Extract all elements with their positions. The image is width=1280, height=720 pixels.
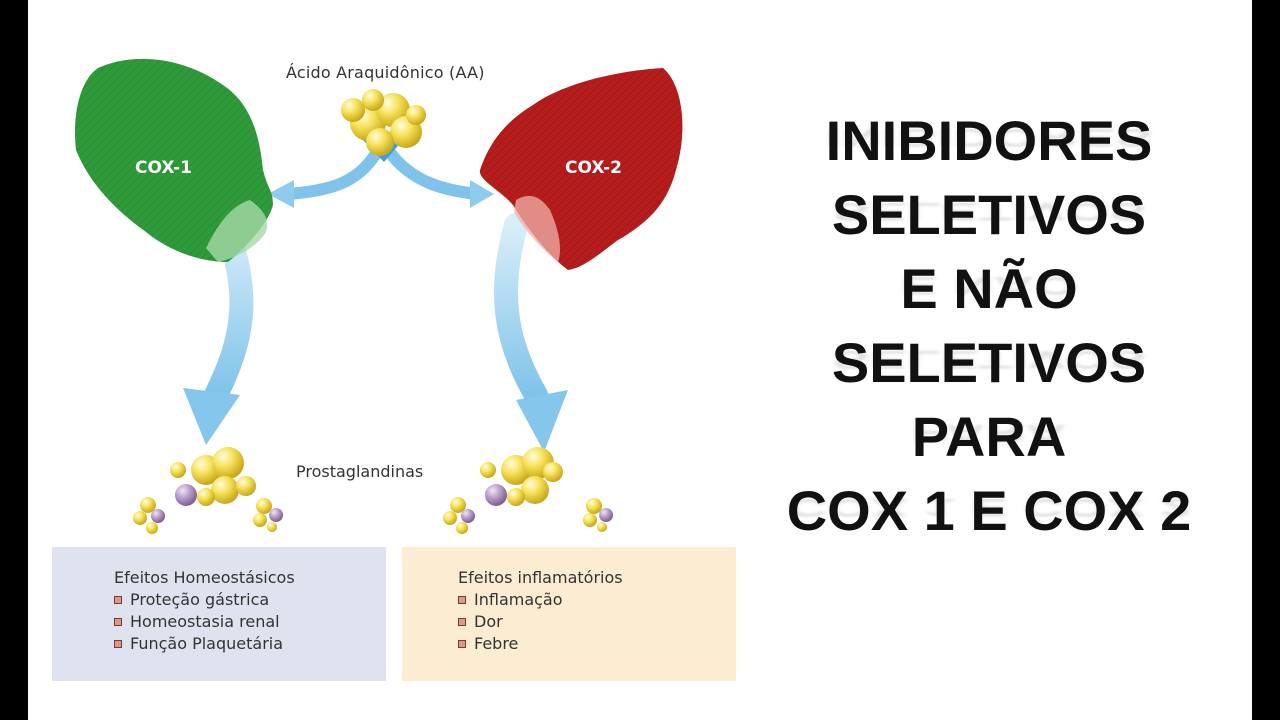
inflammatory-effects-list: Inflamação Dor Febre	[458, 589, 736, 655]
list-item: Homeostasia renal	[114, 611, 386, 633]
prostaglandin-cluster-right	[443, 447, 613, 534]
cox-pathway-diagram	[74, 58, 683, 534]
homeostatic-effects-box: Efeitos Homeostásicos Proteção gástrica …	[52, 547, 386, 681]
cox1-label: COX-1	[135, 158, 192, 178]
arachidonic-acid-molecule	[341, 89, 426, 156]
cox2-enzyme	[479, 68, 683, 270]
aa-to-cox1-arrow	[268, 146, 384, 208]
bullet-icon	[114, 596, 122, 604]
homeostatic-effects-title: Efeitos Homeostásicos	[114, 568, 295, 587]
bullet-icon	[114, 618, 122, 626]
homeostatic-effects-list: Proteção gástrica Homeostasia renal Funç…	[114, 589, 386, 655]
prostaglandin-cluster-left	[133, 447, 283, 534]
list-item: Febre	[458, 633, 736, 655]
list-item: Proteção gástrica	[114, 589, 386, 611]
list-item-label: Inflamação	[474, 590, 563, 609]
substrate-label: Ácido Araquidônico (AA)	[286, 63, 485, 82]
list-item: Dor	[458, 611, 736, 633]
list-item-label: Proteção gástrica	[130, 590, 270, 609]
list-item-label: Dor	[474, 612, 503, 631]
list-item-label: Função Plaquetária	[130, 634, 284, 653]
bullet-icon	[458, 640, 466, 648]
aa-to-cox2-arrow	[383, 146, 494, 208]
cox2-to-prostaglandin-arrow	[493, 213, 568, 452]
list-item: Inflamação	[458, 589, 736, 611]
inflammatory-effects-title: Efeitos inflamatórios	[458, 568, 623, 587]
cox2-label: COX-2	[565, 158, 622, 178]
inflammatory-effects-box: Efeitos inflamatórios Inflamação Dor Feb…	[402, 547, 736, 681]
bullet-icon	[458, 596, 466, 604]
bullet-icon	[114, 640, 122, 648]
bullet-icon	[458, 618, 466, 626]
list-item-label: Febre	[474, 634, 519, 653]
list-item-label: Homeostasia renal	[130, 612, 280, 631]
product-label: Prostaglandinas	[296, 462, 424, 481]
cox1-enzyme	[74, 58, 273, 262]
slide-canvas: Ácido Araquidônico (AA) COX-1 COX-2 Pros…	[28, 0, 1252, 720]
list-item: Função Plaquetária	[114, 633, 386, 655]
